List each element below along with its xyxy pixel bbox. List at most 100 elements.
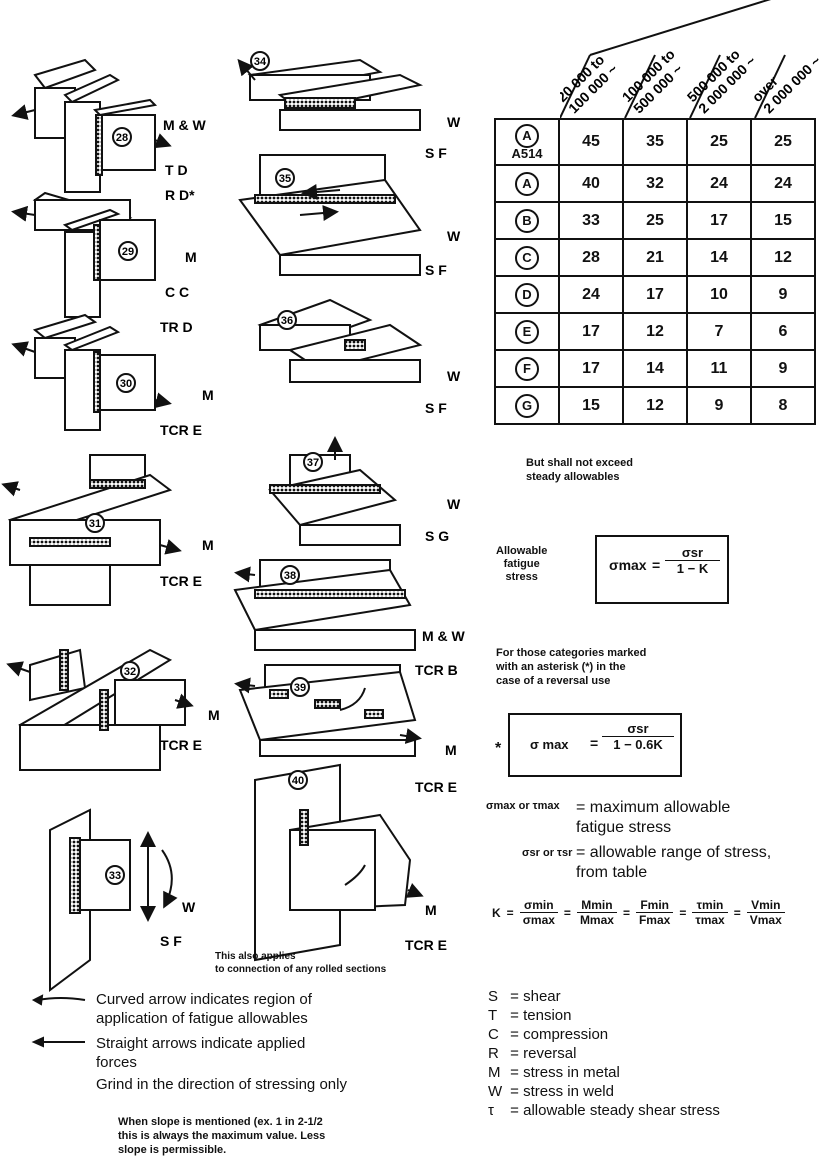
category-cell: G (494, 386, 560, 425)
joint-33-label-2: S F (160, 933, 182, 949)
table-cell: 9 (750, 349, 816, 388)
formula-main-num: σsr (665, 545, 720, 561)
joint-40-label-2: TCR E (405, 937, 447, 953)
joint-39-number: 39 (290, 677, 310, 697)
reversal-note: For those categories marked with an aste… (496, 647, 647, 687)
joint-37-label-2: S G (425, 528, 449, 544)
table-cell: 24 (686, 164, 752, 203)
reversal-asterisk: * (495, 740, 502, 757)
category-label: A (515, 124, 539, 148)
category-cell: C (494, 238, 560, 277)
table-cell: 14 (622, 349, 688, 388)
joint-30-label-2: TCR E (160, 422, 202, 438)
table-cell: 15 (558, 386, 624, 425)
joint-31-label-1: M (202, 537, 214, 553)
table-cell: 6 (750, 312, 816, 351)
formula-reversal-box: σ max = σsr 1 − 0.6K (508, 713, 682, 777)
abbreviation-item: T = tension (488, 1007, 572, 1024)
abbreviation-item: W = stress in weld (488, 1083, 614, 1100)
legend-straight: Straight arrows indicate applied forces (96, 1035, 306, 1071)
table-cell: 25 (750, 118, 816, 166)
joint-33-drawing (49, 808, 178, 992)
table-cell: 33 (558, 201, 624, 240)
table-cell: 17 (686, 201, 752, 240)
joint-32-label-2: TCR E (160, 737, 202, 753)
svg-text:34: 34 (254, 56, 267, 68)
table-note: But shall not exceed steady allowables (526, 457, 633, 483)
joint-32-drawing (6, 648, 194, 771)
joint-28-label-3: R D* (165, 187, 195, 203)
joint-36-drawing (257, 298, 423, 383)
table-cell: 40 (558, 164, 624, 203)
table-cell: 12 (750, 238, 816, 277)
table-cell: 7 (686, 312, 752, 351)
joint-29-label-1: M (185, 249, 197, 265)
table-cell: 21 (622, 238, 688, 277)
joint-31-label-2: TCR E (160, 573, 202, 589)
svg-text:39: 39 (294, 682, 306, 694)
abbreviation-item: C = compression (488, 1026, 609, 1043)
joint-28-label-2: T D (165, 162, 188, 178)
joint-32-label-1: M (208, 707, 220, 723)
joint-38-number: 38 (280, 565, 300, 585)
joint-33-label-1: W (182, 899, 196, 915)
k-lead: K (492, 905, 501, 920)
joint-37-number: 37 (303, 452, 323, 472)
table-cell: 25 (686, 118, 752, 166)
table-cell: 35 (622, 118, 688, 166)
joint-36-label-1: W (447, 368, 461, 384)
table-cell: 11 (686, 349, 752, 388)
joint-39-label-1: M (445, 742, 457, 758)
svg-text:36: 36 (281, 315, 293, 327)
category-cell: D (494, 275, 560, 314)
svg-text:35: 35 (279, 173, 291, 185)
table-cell: 9 (686, 386, 752, 425)
joint-40-note: This also applies to connection of any r… (215, 951, 387, 975)
legend-curved: Curved arrow indicates region of applica… (96, 991, 312, 1027)
category-cell: E (494, 312, 560, 351)
category-label: G (515, 393, 539, 418)
joint-38-label-2: TCR B (415, 662, 458, 678)
category-label: F (515, 356, 539, 381)
category-cell: A (494, 164, 560, 203)
category-sublabel: A514 (511, 146, 543, 161)
joint-33-number: 33 (105, 865, 125, 885)
joint-31-drawing (1, 454, 182, 606)
table-cell: 12 (622, 312, 688, 351)
joint-35-label-1: W (447, 228, 461, 244)
formula-main-box: σmax = σsr 1 − K (595, 535, 729, 604)
category-label: E (515, 319, 539, 344)
abbreviation-item: τ = allowable steady shear stress (488, 1102, 720, 1119)
svg-text:31: 31 (89, 518, 101, 530)
abbreviation-item: S = shear (488, 988, 561, 1005)
joint-28-drawing (11, 58, 172, 193)
table-cell: 25 (622, 201, 688, 240)
joint-37-label-1: W (447, 496, 461, 512)
table-cell: 15 (750, 201, 816, 240)
table-cell: 24 (558, 275, 624, 314)
table-cell: 24 (750, 164, 816, 203)
abbreviation-item: M = stress in metal (488, 1064, 620, 1081)
joint-34-drawing (237, 58, 424, 131)
svg-text:40: 40 (292, 775, 304, 787)
joint-32-number: 32 (120, 661, 140, 681)
svg-text:32: 32 (124, 666, 136, 678)
category-label: C (515, 245, 539, 270)
svg-text:38: 38 (284, 570, 296, 582)
joint-29-label-3: TR D (160, 319, 193, 335)
table-cell: 17 (558, 312, 624, 351)
legend-arrows (31, 994, 86, 1048)
joint-34-label-2: S F (425, 145, 447, 161)
joint-36-number: 36 (277, 310, 297, 330)
